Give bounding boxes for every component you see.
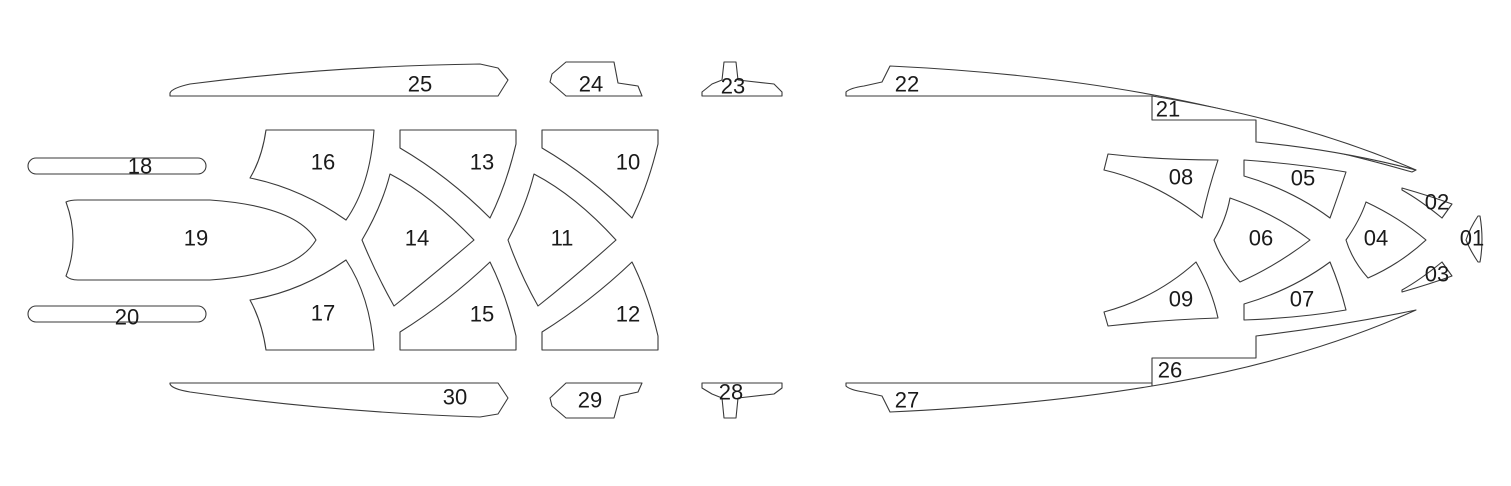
piece-label-15: 15	[470, 302, 494, 327]
piece-03: 03	[1401, 261, 1453, 293]
piece-label-21: 21	[1156, 97, 1180, 122]
piece-label-28: 28	[719, 380, 743, 405]
piece-label-09: 09	[1169, 287, 1193, 312]
piece-24: 24	[549, 61, 643, 97]
piece-label-12: 12	[616, 302, 640, 327]
piece-label-06: 06	[1249, 226, 1273, 251]
piece-label-05: 05	[1291, 166, 1315, 191]
piece-label-13: 13	[470, 150, 494, 175]
piece-28: 28	[701, 380, 783, 419]
piece-04: 04	[1345, 201, 1427, 279]
piece-17: 17	[249, 259, 375, 351]
piece-label-01: 01	[1460, 226, 1484, 251]
piece-label-20: 20	[115, 305, 139, 330]
piece-label-10: 10	[616, 150, 640, 175]
piece-label-07: 07	[1290, 287, 1314, 312]
piece-label-18: 18	[128, 154, 152, 179]
piece-15: 15	[399, 261, 517, 351]
piece-13: 13	[399, 129, 517, 219]
piece-label-27: 27	[895, 388, 919, 413]
piece-label-25: 25	[408, 72, 432, 97]
piece-19: 19	[65, 199, 317, 281]
piece-label-08: 08	[1169, 165, 1193, 190]
piece-23: 23	[701, 61, 783, 99]
piece-20: 20	[27, 305, 207, 330]
piece-label-30: 30	[443, 385, 467, 410]
piece-11: 11	[507, 173, 617, 307]
piece-label-04: 04	[1364, 226, 1388, 251]
piece-label-24: 24	[579, 72, 603, 97]
piece-label-11: 11	[551, 226, 574, 251]
piece-09: 09	[1103, 261, 1219, 327]
piece-21: 21	[1151, 95, 1417, 171]
piece-label-03: 03	[1425, 262, 1449, 287]
piece-label-26: 26	[1158, 358, 1182, 383]
piece-14: 14	[361, 173, 475, 307]
piece-16: 16	[249, 129, 375, 221]
piece-label-17: 17	[311, 301, 335, 326]
piece-06: 06	[1213, 197, 1311, 283]
piece-02: 02	[1401, 187, 1453, 219]
piece-label-29: 29	[578, 388, 602, 413]
piece-25: 25	[169, 63, 509, 97]
piece-05: 05	[1243, 159, 1347, 219]
piece-07: 07	[1243, 261, 1347, 321]
piece-01: 01	[1460, 215, 1484, 263]
piece-label-22: 22	[895, 72, 919, 97]
piece-label-14: 14	[405, 226, 429, 251]
piece-label-23: 23	[721, 74, 745, 99]
piece-18: 18	[27, 154, 207, 179]
piece-12: 12	[541, 261, 659, 351]
piece-29: 29	[549, 382, 643, 419]
piece-26: 26	[1151, 309, 1417, 387]
piece-27: 27	[845, 382, 1153, 413]
piece-label-02: 02	[1425, 190, 1449, 215]
piece-10: 10	[541, 129, 659, 219]
piece-08: 08	[1103, 153, 1219, 219]
piece-label-16: 16	[311, 150, 335, 175]
piece-label-19: 19	[184, 226, 208, 251]
piece-30: 30	[169, 382, 509, 418]
